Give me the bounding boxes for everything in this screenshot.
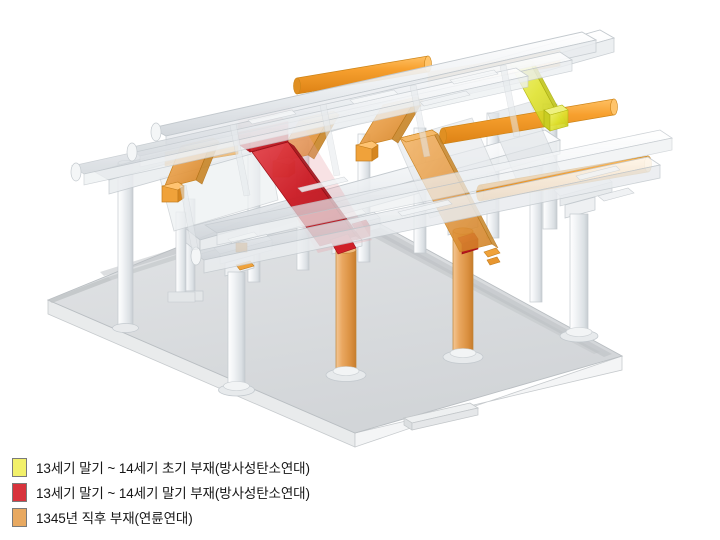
- lower-right-rail: [203, 129, 674, 246]
- legend: 13세기 말기 ~ 14세기 초기 부재(방사성탄소연대) 13세기 말기 ~ …: [0, 455, 720, 540]
- yellow-strut-foot: [549, 109, 569, 132]
- top-detail-brackets: [247, 69, 621, 217]
- cross-rafters: [179, 64, 521, 251]
- beam-front-eave-face: [203, 164, 661, 274]
- structure-svg: [46, 29, 674, 448]
- beam-cap: [70, 162, 82, 182]
- platform-band-left: [48, 277, 112, 303]
- beam-cap: [126, 142, 138, 162]
- column-plain: [559, 196, 599, 343]
- beam-cap: [150, 122, 162, 142]
- legend-item: 13세기 말기 ~ 14세기 말기 부재(방사성탄소연대): [12, 480, 720, 504]
- orange-marker: [483, 247, 501, 258]
- legend-swatch-yellow: [12, 457, 27, 477]
- purlin-orange-highlight: [293, 55, 432, 95]
- legend-item: 13세기 말기 ~ 14세기 초기 부재(방사성탄소연대): [12, 455, 720, 479]
- columns-front: [167, 196, 599, 397]
- legend-label: 13세기 말기 ~ 14세기 말기 부재(방사성탄소연대): [36, 486, 310, 501]
- ridge-beams: [70, 31, 598, 186]
- column-plain: [112, 160, 139, 333]
- legend-label: 13세기 말기 ~ 14세기 초기 부재(방사성탄소연대): [36, 461, 310, 476]
- legend-swatch-orange: [12, 507, 27, 527]
- legend-swatch-red: [12, 482, 27, 502]
- legend-item: 1345년 직후 부재(연륜연대): [12, 505, 720, 529]
- structure-diagram: [46, 29, 674, 448]
- legend-label: 1345년 직후 부재(연륜연대): [36, 511, 193, 526]
- platform-step-stone: [402, 402, 480, 431]
